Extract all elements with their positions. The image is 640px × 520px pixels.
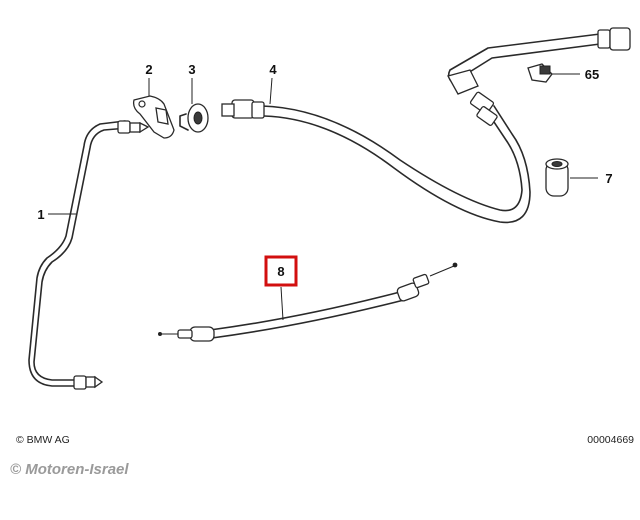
part-7-sleeve[interactable]: [545, 158, 569, 197]
part-4-top-fitting: [597, 27, 631, 51]
drawing-number: 00004669: [587, 434, 634, 446]
part-4-upper-nut: [447, 69, 479, 95]
part-2-bracket[interactable]: [132, 95, 175, 139]
leader-lines: [48, 73, 598, 321]
part-4-end-fitting: [221, 99, 265, 119]
callout-3[interactable]: 3: [188, 62, 195, 77]
part-3-grommet[interactable]: [179, 103, 209, 133]
callout-8[interactable]: 8: [277, 264, 284, 279]
part-1-brake-pipe[interactable]: [28, 120, 150, 390]
watermark: © Motoren-Israel: [10, 461, 129, 478]
callout-8-highlight[interactable]: 8: [264, 255, 298, 287]
highlight-box: [264, 255, 298, 287]
part-1-upper-fitting: [117, 120, 150, 134]
copyright-text: © BMW AG: [16, 434, 70, 446]
part-4-mid-fitting: [469, 91, 498, 126]
part-8-cable[interactable]: [158, 262, 458, 342]
callout-7[interactable]: 7: [605, 171, 612, 186]
callout-1[interactable]: 1: [37, 207, 44, 222]
part-65-clip[interactable]: [527, 63, 553, 83]
callout-65[interactable]: 65: [585, 67, 599, 82]
part-8-right-end: [396, 262, 458, 302]
leader-4: [269, 77, 273, 105]
part-8-left-end: [158, 326, 215, 342]
leader-8: [280, 286, 284, 321]
part-4-brake-hose[interactable]: [221, 27, 631, 224]
callout-4[interactable]: 4: [269, 62, 277, 77]
part-1-lower-fitting: [73, 375, 104, 390]
callout-2[interactable]: 2: [145, 62, 152, 77]
